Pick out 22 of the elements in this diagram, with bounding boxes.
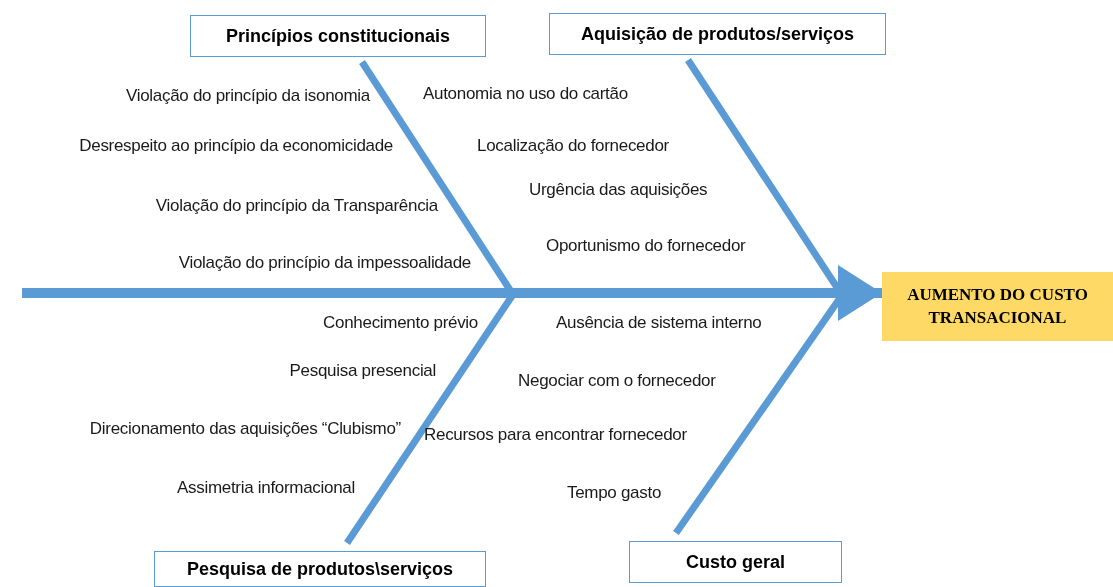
cause-label: Conhecimento prévio [323, 313, 478, 333]
spine-arrow [22, 265, 882, 321]
cause-label: Autonomia no uso do cartão [423, 84, 628, 104]
category-box: Custo geral [629, 541, 842, 583]
cause-label: Assimetria informacional [177, 478, 355, 498]
effect-box: AUMENTO DO CUSTO TRANSACIONAL [882, 272, 1113, 341]
category-box: Aquisição de produtos/serviços [549, 13, 886, 55]
category-box: Pesquisa de produtos\serviços [154, 551, 486, 587]
cause-label: Violação do princípio da Transparência [155, 196, 438, 216]
cause-label: Pesquisa presencial [289, 361, 436, 381]
cause-label: Negociar com o fornecedor [518, 371, 716, 391]
cause-label: Direcionamento das aquisições “Clubismo” [89, 419, 401, 439]
cause-label: Oportunismo do fornecedor [546, 236, 746, 256]
cause-label: Localização do fornecedor [477, 136, 669, 156]
cause-label: Urgência das aquisições [529, 180, 708, 200]
cause-label: Tempo gasto [567, 483, 662, 503]
cause-label: Recursos para encontrar fornecedor [424, 425, 687, 445]
cause-label: Desrespeito ao princípio da economicidade [79, 136, 393, 156]
cause-label: Violação do princípio da isonomia [126, 86, 370, 106]
category-box: Princípios constitucionais [190, 15, 486, 57]
cause-label: Violação do princípio da impessoalidade [178, 253, 471, 273]
cause-label: Ausência de sistema interno [556, 313, 762, 333]
